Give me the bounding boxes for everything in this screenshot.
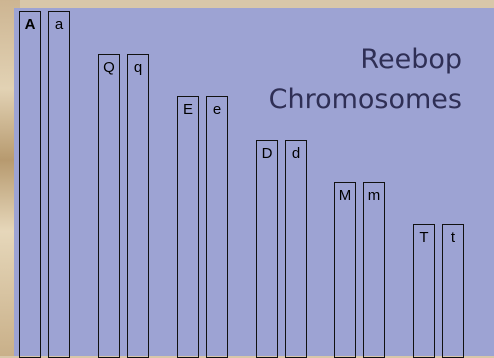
chromosome-T: T (413, 224, 435, 358)
chromosome-e: e (206, 96, 228, 358)
chromosome-label: Q (103, 59, 115, 76)
title-line-1: Reebop (360, 44, 462, 75)
chromosome-D: D (256, 140, 278, 358)
chromosome-label: m (367, 187, 381, 204)
chromosome-d: d (285, 140, 307, 358)
chromosome-label: e (212, 101, 222, 118)
chromosome-label: t (450, 229, 456, 246)
diagram-title: Reebop Chromosomes (269, 40, 462, 120)
chromosome-label: D (261, 145, 273, 162)
chromosome-Q: Q (98, 54, 120, 358)
chromosome-t: t (442, 224, 464, 358)
chromosome-label: d (291, 145, 301, 162)
chromosome-m: m (363, 182, 385, 358)
chromosome-label: a (54, 16, 64, 33)
chromosome-E: E (177, 96, 199, 358)
chromosome-label: T (419, 229, 429, 246)
chromosome-a: a (48, 11, 70, 358)
chromosome-label: M (338, 187, 352, 204)
chromosome-M: M (334, 182, 356, 358)
title-line-2: Chromosomes (268, 84, 462, 115)
chromosome-label: E (182, 101, 193, 118)
chromosome-q: q (127, 54, 149, 358)
diagram-panel: Reebop Chromosomes A a Q q E e D d M m T… (14, 8, 494, 358)
chromosome-A: A (19, 11, 41, 358)
chromosome-label: A (24, 16, 36, 33)
chromosome-label: q (133, 59, 143, 76)
